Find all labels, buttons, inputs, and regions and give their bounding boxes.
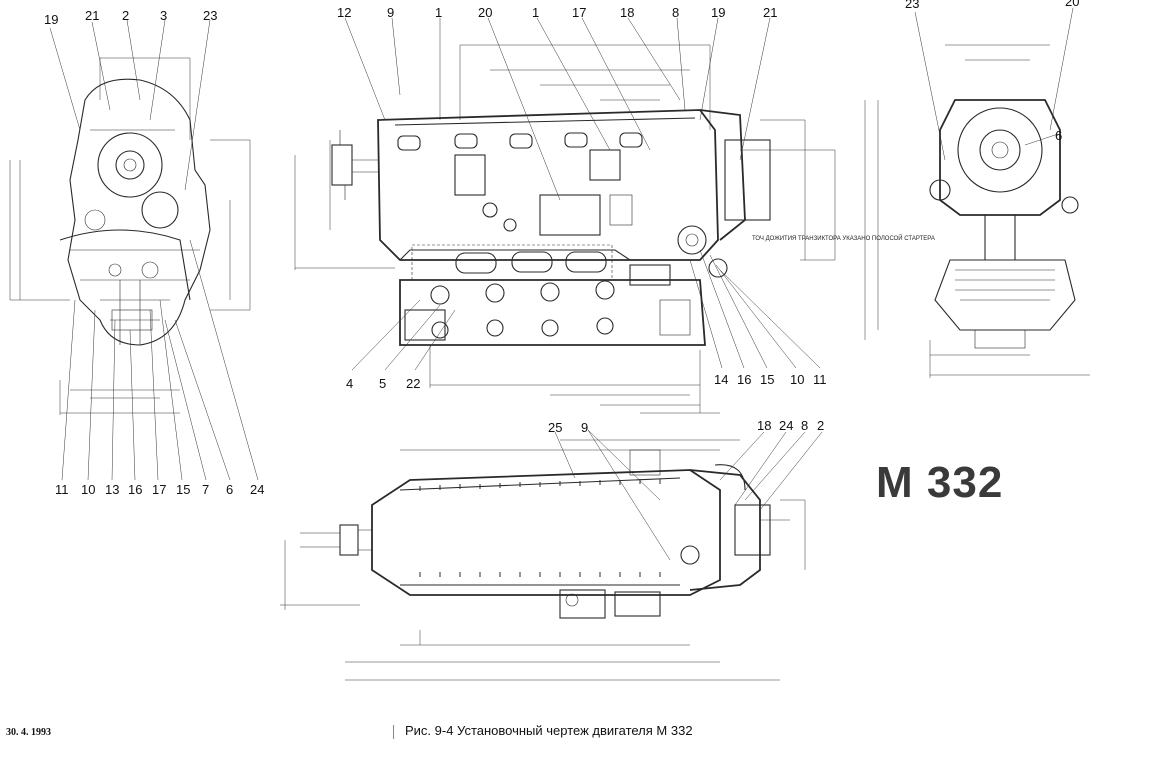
callout-front-7: 7 — [202, 482, 209, 497]
callout-side-20: 20 — [478, 5, 492, 20]
callout-side-19: 19 — [711, 5, 725, 20]
lower-bosses — [430, 280, 615, 339]
callout-front-23: 23 — [203, 8, 217, 23]
callout-rear-20: 20 — [1065, 0, 1079, 9]
callout-side-10: 10 — [790, 372, 804, 387]
callout-side-1b: 1 — [532, 5, 539, 20]
callout-side-8: 8 — [672, 5, 679, 20]
top-view: 25 9 18 24 8 2 — [280, 418, 824, 681]
callout-side-9: 9 — [387, 5, 394, 20]
callout-top-18: 18 — [757, 418, 771, 433]
callout-side-18: 18 — [620, 5, 634, 20]
callout-front-6: 6 — [226, 482, 233, 497]
callout-front-19: 19 — [44, 12, 58, 27]
figure-caption: Рис. 9-4 Установочный чертеж двигателя М… — [405, 723, 693, 738]
callout-rear-6: 6 — [1055, 128, 1062, 143]
callout-front-16: 16 — [128, 482, 142, 497]
callout-front-24: 24 — [250, 482, 264, 497]
callout-front-21: 21 — [85, 8, 99, 23]
callout-side-14: 14 — [714, 372, 728, 387]
front-view: 19 21 2 3 23 11 10 13 16 17 15 7 6 24 — [9, 8, 264, 497]
callout-side-15: 15 — [760, 372, 774, 387]
callout-top-8: 8 — [801, 418, 808, 433]
callout-front-11: 11 — [55, 482, 69, 497]
callout-top-2: 2 — [817, 418, 824, 433]
starter-note: ТОЧ ДОЖИТИЯ ТРАНЗИКТОРА УКАЗАНО ПОЛОСОЙ … — [752, 234, 935, 242]
callout-side-12: 12 — [337, 5, 351, 20]
callout-top-24: 24 — [779, 418, 793, 433]
callout-front-17: 17 — [152, 482, 166, 497]
valve-cover-ports — [397, 132, 643, 151]
rear-view: 23 20 6 — [864, 0, 1090, 378]
callout-top-9: 9 — [581, 420, 588, 435]
callout-rear-23: 23 — [905, 0, 919, 11]
side-view: ТОЧ ДОЖИТИЯ ТРАНЗИКТОРА УКАЗАНО ПОЛОСОЙ … — [294, 5, 935, 414]
callout-side-21: 21 — [763, 5, 777, 20]
drawing-date: 30. 4. 1993 — [6, 727, 51, 738]
callout-front-10: 10 — [81, 482, 95, 497]
callout-side-1a: 1 — [435, 5, 442, 20]
callout-front-15: 15 — [176, 482, 190, 497]
callout-side-11: 11 — [813, 372, 827, 387]
callout-side-5: 5 — [379, 376, 386, 391]
callout-side-16: 16 — [737, 372, 751, 387]
callout-front-2: 2 — [122, 8, 129, 23]
callout-front-3: 3 — [160, 8, 167, 23]
callout-side-22: 22 — [406, 376, 420, 391]
callout-top-25: 25 — [548, 420, 562, 435]
callout-side-4: 4 — [346, 376, 353, 391]
oil-pan-ports — [455, 251, 607, 274]
callout-front-13: 13 — [105, 482, 119, 497]
caption-divider — [393, 725, 394, 739]
top-bolts — [419, 479, 661, 577]
model-label: M 332 — [876, 458, 1004, 507]
callout-side-17: 17 — [572, 5, 586, 20]
